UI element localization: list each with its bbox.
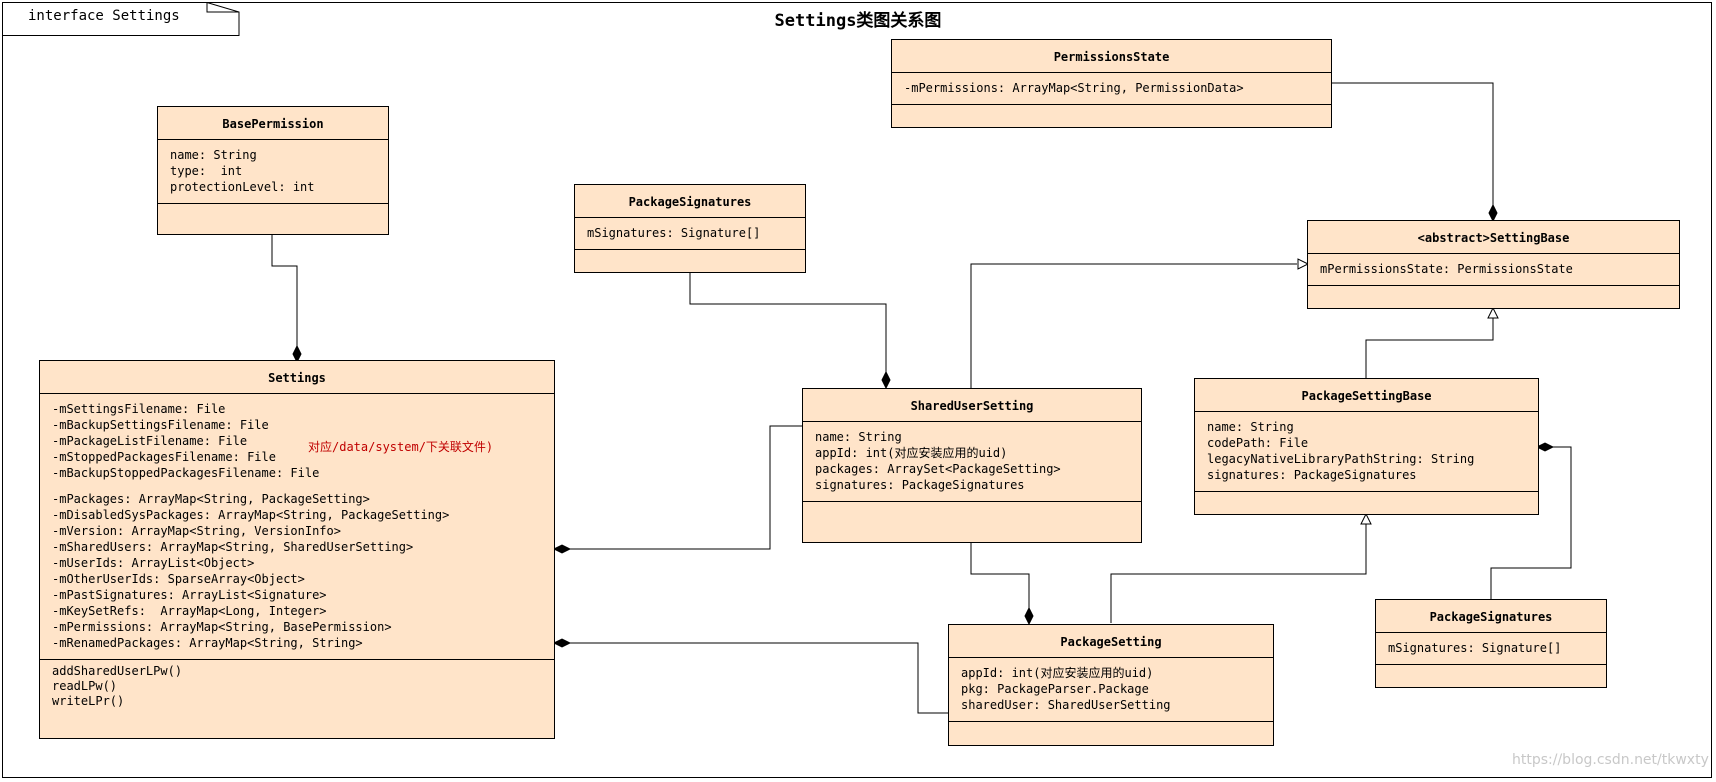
conn-permissionsstate-settingbase: [1331, 82, 1494, 212]
class-operations: [803, 502, 1141, 530]
attribute: mPermissionsState: PermissionsState: [1320, 262, 1573, 276]
attribute: name: String: [815, 430, 902, 444]
class-attributes: mSignatures: Signature[]: [575, 218, 805, 250]
operation: readLPw(): [52, 679, 118, 693]
generalization-arrowhead: [1487, 306, 1499, 319]
attribute: -mVersion: ArrayMap<String, VersionInfo>: [52, 524, 341, 538]
class-name: PackageSignatures: [575, 185, 805, 218]
attribute-spacer: [52, 481, 542, 491]
class-attributes: name: String codePath: File legacyNative…: [1195, 412, 1538, 492]
class-base-permission: BasePermission name: String type: int pr…: [157, 106, 389, 235]
class-operations: [575, 250, 805, 278]
attribute: -mOtherUserIds: SparseArray<Object>: [52, 572, 305, 586]
class-settings: Settings -mSettingsFilename: File -mBack…: [39, 360, 555, 739]
class-attributes: name: String type: int protectionLevel: …: [158, 140, 388, 204]
attribute: -mSharedUsers: ArrayMap<String, SharedUs…: [52, 540, 414, 554]
conn-shareduser-settingbase: [970, 263, 1297, 388]
operation: addSharedUserLPw(): [52, 664, 183, 678]
attribute: appId: int(对应安装应用的uid): [815, 446, 1008, 460]
class-operations: [1376, 665, 1606, 693]
class-package-signatures-top: PackageSignatures mSignatures: Signature…: [574, 184, 806, 273]
attribute: -mUserIds: ArrayList<Object>: [52, 556, 255, 570]
composition-diamond: [552, 544, 572, 554]
conn-packagesignatures-shareduser: [689, 272, 887, 372]
attribute: -mPackages: ArrayMap<String, PackageSett…: [52, 492, 370, 506]
conn-shareduser-settings: [570, 425, 802, 550]
composition-diamond: [552, 638, 572, 648]
frame-tab: [2, 2, 240, 36]
settings-note: 对应/data/system/下关联文件): [308, 440, 494, 454]
operation: writeLPr(): [52, 694, 125, 708]
attribute: legacyNativeLibraryPathString: String: [1207, 452, 1475, 466]
attribute: mSignatures: Signature[]: [1388, 641, 1562, 655]
generalization-arrowhead: [1297, 258, 1310, 270]
frame-label: interface Settings: [28, 8, 180, 24]
class-permissions-state: PermissionsState -mPermissions: ArrayMap…: [891, 39, 1332, 128]
attribute: appId: int(对应安装应用的uid): [961, 666, 1154, 680]
class-name: PackageSettingBase: [1195, 379, 1538, 412]
conn-packagesetting-settings: [570, 642, 948, 714]
conn-packagesetting-packagesettingbase: [1110, 523, 1367, 623]
class-name: Settings: [40, 361, 554, 394]
conn-packagesettingbase-settingbase: [1365, 318, 1494, 378]
attribute: -mKeySetRefs: ArrayMap<Long, Integer>: [52, 604, 327, 618]
class-attributes: mSignatures: Signature[]: [1376, 633, 1606, 665]
class-operations: addSharedUserLPw() readLPw() writeLPr(): [40, 660, 554, 715]
class-name: <abstract>SettingBase: [1308, 221, 1679, 254]
class-package-setting-base: PackageSettingBase name: String codePath…: [1194, 378, 1539, 515]
class-package-setting: PackageSetting appId: int(对应安装应用的uid) pk…: [948, 624, 1274, 746]
attribute: signatures: PackageSignatures: [1207, 468, 1417, 482]
attribute: mSignatures: Signature[]: [587, 226, 761, 240]
composition-diamond: [1024, 606, 1034, 626]
attribute: -mPermissions: ArrayMap<String, BasePerm…: [52, 620, 392, 634]
class-operations: [949, 722, 1273, 750]
attribute: -mStoppedPackagesFilename: File: [52, 450, 276, 464]
attribute: type: int: [170, 164, 243, 178]
conn-packagesignatures-packagesettingbase: [1490, 446, 1572, 599]
attribute: -mSettingsFilename: File: [52, 402, 226, 416]
class-attributes: -mSettingsFilename: File -mBackupSetting…: [40, 394, 554, 660]
class-attributes: appId: int(对应安装应用的uid) pkg: PackageParse…: [949, 658, 1273, 722]
composition-diamond: [1535, 442, 1555, 452]
conn-basepermission-settings: [271, 235, 298, 346]
attribute: -mRenamedPackages: ArrayMap<String, Stri…: [52, 636, 363, 650]
class-setting-base: <abstract>SettingBase mPermissionsState:…: [1307, 220, 1680, 309]
composition-diamond: [881, 370, 891, 390]
attribute: -mPastSignatures: ArrayList<Signature>: [52, 588, 327, 602]
attribute: -mBackupSettingsFilename: File: [52, 418, 269, 432]
class-shared-user-setting: SharedUserSetting name: String appId: in…: [802, 388, 1142, 543]
attribute: name: String: [1207, 420, 1294, 434]
attribute: -mPermissions: ArrayMap<String, Permissi…: [904, 81, 1244, 95]
class-package-signatures-bottom: PackageSignatures mSignatures: Signature…: [1375, 599, 1607, 688]
class-operations: [158, 204, 388, 232]
class-attributes: name: String appId: int(对应安装应用的uid) pack…: [803, 422, 1141, 502]
attribute: name: String: [170, 148, 257, 162]
watermark: https://blog.csdn.net/tkwxty: [1512, 752, 1709, 768]
attribute: pkg: PackageParser.Package: [961, 682, 1149, 696]
attribute: codePath: File: [1207, 436, 1309, 450]
attribute: sharedUser: SharedUserSetting: [961, 698, 1171, 712]
class-name: PackageSignatures: [1376, 600, 1606, 633]
class-name: PackageSetting: [949, 625, 1273, 658]
attribute: packages: ArraySet<PackageSetting>: [815, 462, 1061, 476]
attribute: -mBackupStoppedPackagesFilename: File: [52, 466, 320, 480]
class-attributes: mPermissionsState: PermissionsState: [1308, 254, 1679, 286]
class-operations: [892, 105, 1331, 133]
class-name: SharedUserSetting: [803, 389, 1141, 422]
attribute: signatures: PackageSignatures: [815, 478, 1025, 492]
conn-shareduser-packagesetting: [970, 543, 1030, 614]
generalization-arrowhead: [1360, 512, 1372, 525]
attribute: protectionLevel: int: [170, 180, 315, 194]
class-operations: [1308, 286, 1679, 314]
composition-diamond: [1488, 203, 1498, 223]
attribute: -mPackageListFilename: File: [52, 434, 248, 448]
attribute: -mDisabledSysPackages: ArrayMap<String, …: [52, 508, 450, 522]
class-operations: [1195, 492, 1538, 520]
class-attributes: -mPermissions: ArrayMap<String, Permissi…: [892, 73, 1331, 105]
diagram-title: Settings类图关系图: [774, 11, 942, 31]
class-name: BasePermission: [158, 107, 388, 140]
class-name: PermissionsState: [892, 40, 1331, 73]
